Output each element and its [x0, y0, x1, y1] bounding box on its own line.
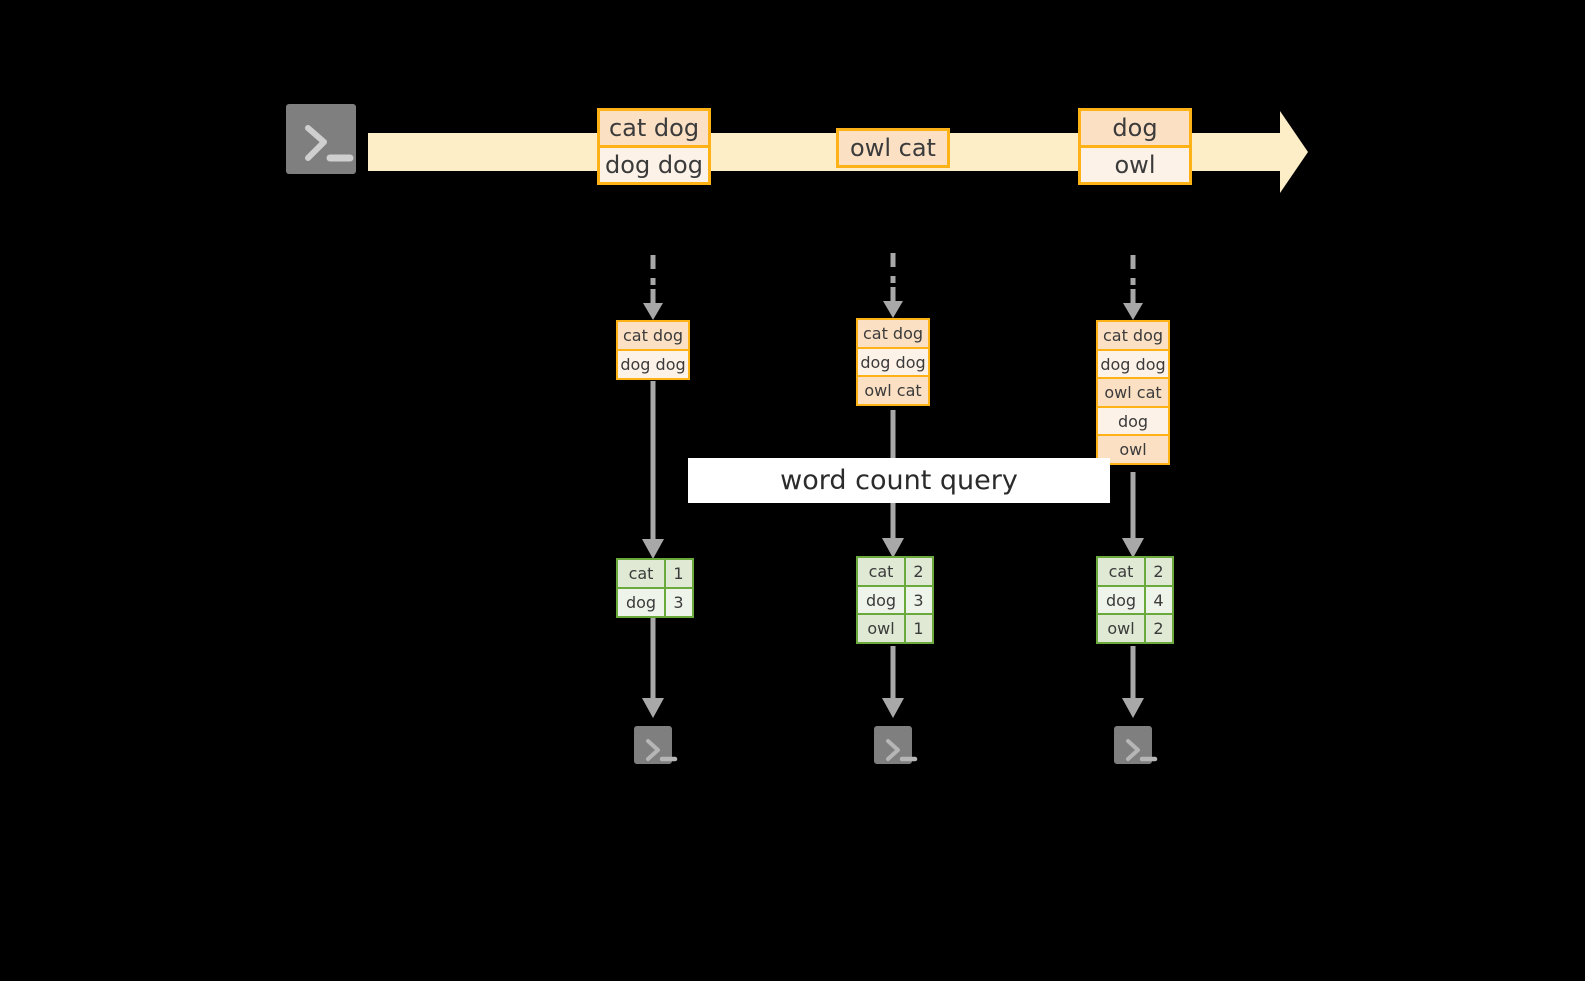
snapshot-3-dashed-connector	[1123, 255, 1143, 320]
snapshot-3-query-connector	[1122, 472, 1144, 558]
stream-message-1: cat dog dog dog	[597, 108, 711, 185]
terminal-prompt-icon	[1126, 739, 1158, 762]
result-count: 3	[663, 586, 694, 618]
input-row: cat dog	[1096, 320, 1170, 351]
query-band: word count query	[688, 458, 1110, 503]
snapshot-1-sink-terminal-icon	[625, 717, 681, 773]
stream-message-line: owl	[1078, 145, 1192, 185]
terminal-prompt-icon	[646, 739, 678, 762]
result-count: 2	[1143, 613, 1174, 644]
input-row: cat dog	[856, 318, 930, 349]
input-row: dog dog	[856, 346, 930, 378]
result-count: 1	[663, 558, 694, 589]
result-word: dog	[616, 586, 666, 618]
snapshot-1-dashed-connector	[643, 255, 663, 320]
result-word: dog	[1096, 584, 1146, 616]
stream-message-line: cat dog	[597, 108, 711, 148]
result-word: cat	[616, 558, 666, 589]
result-word: dog	[856, 584, 906, 616]
result-row: dog 3	[616, 586, 694, 618]
result-word: cat	[1096, 556, 1146, 587]
snapshot-2-sink-connector	[882, 646, 904, 718]
snapshot-2-dashed-connector	[883, 253, 903, 318]
stream-message-2: owl cat	[836, 128, 950, 168]
input-row: dog dog	[1096, 348, 1170, 380]
snapshot-2-result-table: cat 2 dog 3 owl 1	[856, 556, 934, 644]
terminal-prompt-icon	[886, 739, 918, 762]
result-count: 2	[903, 556, 934, 587]
result-word: owl	[1096, 613, 1146, 644]
result-row: dog 3	[856, 584, 934, 616]
result-row: cat 1	[616, 558, 694, 589]
snapshot-1-input-table: cat dog dog dog	[616, 320, 690, 380]
input-row: cat dog	[616, 320, 690, 351]
snapshot-1-result-table: cat 1 dog 3	[616, 558, 694, 618]
result-count: 1	[903, 613, 934, 644]
stream-message-line: owl cat	[836, 128, 950, 168]
result-count: 3	[903, 584, 934, 616]
snapshot-3-sink-terminal-icon	[1105, 717, 1161, 773]
result-row: cat 2	[856, 556, 934, 587]
result-count: 4	[1143, 584, 1174, 616]
stream-arrowhead	[1250, 111, 1308, 193]
snapshot-1-sink-connector	[642, 618, 664, 718]
result-row: dog 4	[1096, 584, 1174, 616]
result-row: cat 2	[1096, 556, 1174, 587]
input-row: owl cat	[1096, 377, 1170, 408]
result-count: 2	[1143, 556, 1174, 587]
stream-message-3: dog owl	[1078, 108, 1192, 185]
stream-message-line: dog dog	[597, 145, 711, 185]
snapshot-2-sink-terminal-icon	[865, 717, 921, 773]
snapshot-1-query-connector	[642, 381, 664, 559]
result-word: owl	[856, 613, 906, 644]
input-row: dog dog	[616, 348, 690, 380]
snapshot-3-input-table: cat dog dog dog owl cat dog owl	[1096, 320, 1170, 465]
input-row: dog	[1096, 405, 1170, 437]
snapshot-3-sink-connector	[1122, 646, 1144, 718]
result-word: cat	[856, 556, 906, 587]
result-row: owl 2	[1096, 613, 1174, 644]
terminal-prompt-icon	[305, 125, 354, 162]
snapshot-2-input-table: cat dog dog dog owl cat	[856, 318, 930, 406]
query-band-label: word count query	[780, 465, 1018, 496]
snapshot-3-result-table: cat 2 dog 4 owl 2	[1096, 556, 1174, 644]
input-row: owl cat	[856, 375, 930, 406]
stream-message-line: dog	[1078, 108, 1192, 148]
source-terminal-icon	[277, 95, 365, 183]
result-row: owl 1	[856, 613, 934, 644]
